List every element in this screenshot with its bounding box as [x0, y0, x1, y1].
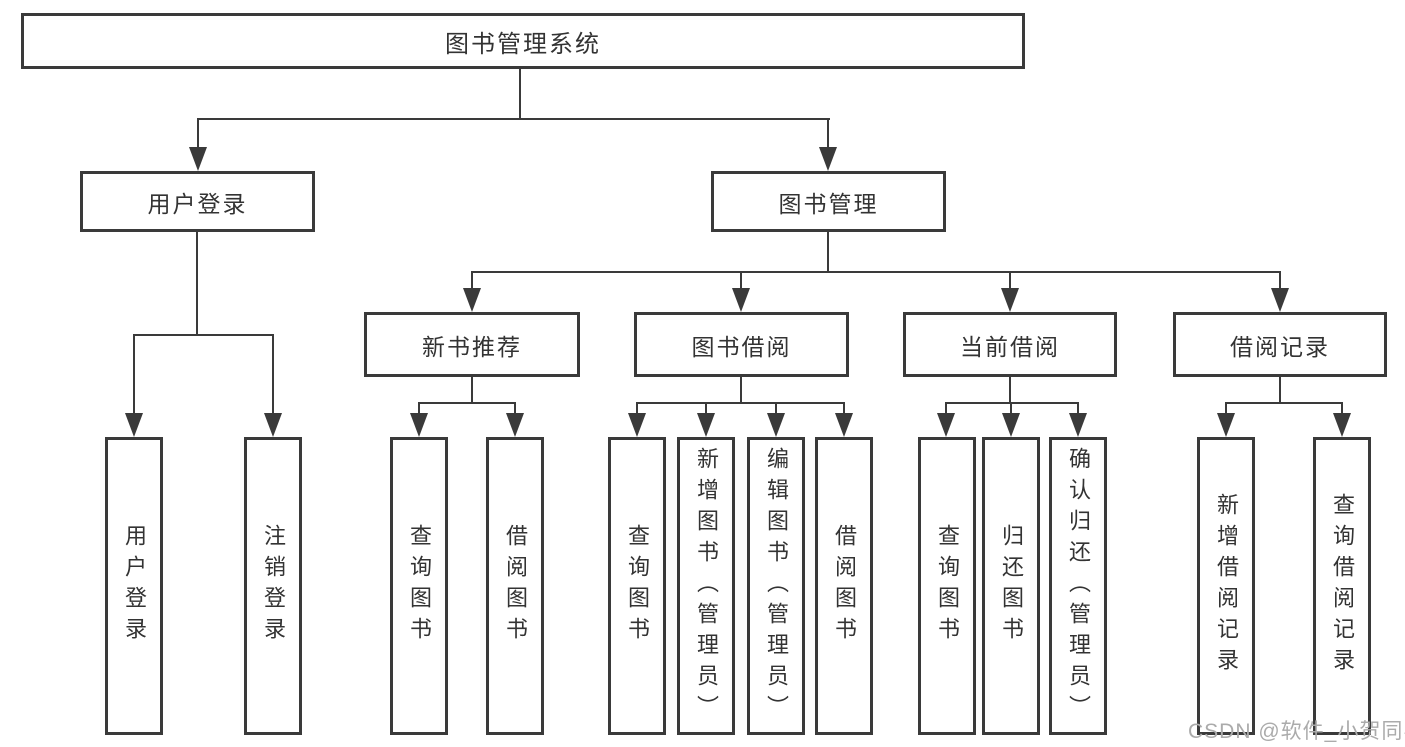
- leaf-label: 归还图书: [999, 524, 1024, 648]
- node-book-management: 图书管理: [711, 171, 946, 232]
- arrow-down-icon: [1002, 413, 1020, 437]
- node-label: 当前借阅: [960, 333, 1060, 360]
- connector-book-management-stem: [827, 231, 829, 273]
- arrow-down-icon: [1217, 413, 1235, 437]
- connector-user-login-rail: [133, 334, 274, 336]
- arrow-down-icon: [1069, 413, 1087, 437]
- leaf-borrow-books-recommend: 借阅图书: [486, 437, 544, 735]
- connector-drop: [1077, 402, 1079, 415]
- connector-drop: [1010, 402, 1012, 415]
- leaf-logout: 注销登录: [244, 437, 302, 735]
- arrow-down-icon: [937, 413, 955, 437]
- connector-drop-current-borrowing: [1009, 271, 1011, 290]
- connector-drop-leaf-logout: [272, 334, 274, 415]
- connector-drop-user-login: [197, 118, 199, 149]
- connector-drop: [514, 402, 516, 415]
- connector-drop-leaf-user-login: [133, 334, 135, 415]
- connector-user-login-stem: [196, 231, 198, 334]
- arrow-down-icon: [410, 413, 428, 437]
- connector-new-book-rail: [418, 402, 516, 404]
- node-new-book-recommendation: 新书推荐: [364, 312, 580, 377]
- connector-book-borrowing-stem: [740, 376, 742, 404]
- leaf-add-borrow-record: 新增借阅记录: [1197, 437, 1255, 735]
- leaf-query-books-borrowing: 查询图书: [608, 437, 666, 735]
- leaf-edit-books-admin: 编辑图书（管理员）: [747, 437, 805, 735]
- connector-drop-book-borrowing: [740, 271, 742, 290]
- leaf-label: 确认归还（管理员）: [1066, 446, 1091, 726]
- arrow-down-icon: [628, 413, 646, 437]
- connector-drop-book-management: [827, 118, 829, 149]
- leaf-label: 借阅图书: [832, 524, 857, 648]
- leaf-label: 借阅图书: [503, 524, 528, 648]
- arrow-down-icon: [1001, 288, 1019, 312]
- leaf-label: 编辑图书（管理员）: [764, 446, 789, 726]
- connector-new-book-stem: [471, 376, 473, 404]
- leaf-borrow-books-borrowing: 借阅图书: [815, 437, 873, 735]
- connector-borrowing-records-stem: [1279, 376, 1281, 404]
- node-user-login: 用户登录: [80, 171, 315, 232]
- connector-drop-borrowing-records: [1279, 271, 1281, 290]
- arrow-down-icon: [1271, 288, 1289, 312]
- connector-current-borrowing-stem: [1009, 376, 1011, 404]
- leaf-user-login: 用户登录: [105, 437, 163, 735]
- connector-drop: [843, 402, 845, 415]
- leaf-label: 新增图书（管理员）: [694, 446, 719, 726]
- connector-book-borrowing-rail: [636, 402, 844, 404]
- leaf-label: 查询借阅记录: [1330, 493, 1355, 679]
- node-label: 新书推荐: [422, 333, 522, 360]
- leaf-query-books-current: 查询图书: [918, 437, 976, 735]
- leaf-label: 查询图书: [625, 524, 650, 648]
- node-label: 借阅记录: [1230, 333, 1330, 360]
- connector-drop: [418, 402, 420, 415]
- node-label: 图书借阅: [691, 333, 792, 360]
- connector-drop: [636, 402, 638, 415]
- leaf-confirm-return-admin: 确认归还（管理员）: [1049, 437, 1107, 735]
- connector-drop: [1225, 402, 1227, 415]
- connector-drop: [705, 402, 707, 415]
- arrow-down-icon: [125, 413, 143, 437]
- arrow-down-icon: [264, 413, 282, 437]
- arrow-down-icon: [1333, 413, 1351, 437]
- connector-borrowing-records-rail: [1225, 402, 1342, 404]
- arrow-down-icon: [732, 288, 750, 312]
- node-book-borrowing: 图书借阅: [634, 312, 849, 377]
- arrow-down-icon: [835, 413, 853, 437]
- leaf-label: 用户登录: [122, 524, 147, 648]
- arrow-down-icon: [819, 147, 837, 171]
- arrow-down-icon: [697, 413, 715, 437]
- csdn-watermark: CSDN @软件_小贺同学: [1188, 720, 1405, 743]
- arrow-down-icon: [767, 413, 785, 437]
- node-label: 用户登录: [147, 190, 248, 217]
- leaf-label: 查询图书: [407, 524, 432, 648]
- connector-drop-new-book: [471, 271, 473, 290]
- arrow-down-icon: [463, 288, 481, 312]
- leaf-query-books-recommend: 查询图书: [390, 437, 448, 735]
- leaf-label: 新增借阅记录: [1214, 493, 1239, 679]
- arrow-down-icon: [506, 413, 524, 437]
- node-label: 图书管理: [778, 190, 879, 217]
- leaf-return-books: 归还图书: [982, 437, 1040, 735]
- node-borrowing-records: 借阅记录: [1173, 312, 1387, 377]
- connector-root-rail: [197, 118, 830, 120]
- leaf-label: 注销登录: [261, 524, 286, 648]
- connector-drop: [1341, 402, 1343, 415]
- leaf-label: 查询图书: [935, 524, 960, 648]
- connector-drop: [775, 402, 777, 415]
- arrow-down-icon: [189, 147, 207, 171]
- node-current-borrowing: 当前借阅: [903, 312, 1117, 377]
- leaf-add-books-admin: 新增图书（管理员）: [677, 437, 735, 735]
- node-library-management-system: 图书管理系统: [21, 13, 1025, 69]
- node-label: 图书管理系统: [445, 30, 601, 58]
- connector-root-stem: [519, 69, 521, 118]
- leaf-query-borrow-record: 查询借阅记录: [1313, 437, 1371, 735]
- connector-drop: [945, 402, 947, 415]
- connector-book-management-rail: [471, 271, 1281, 273]
